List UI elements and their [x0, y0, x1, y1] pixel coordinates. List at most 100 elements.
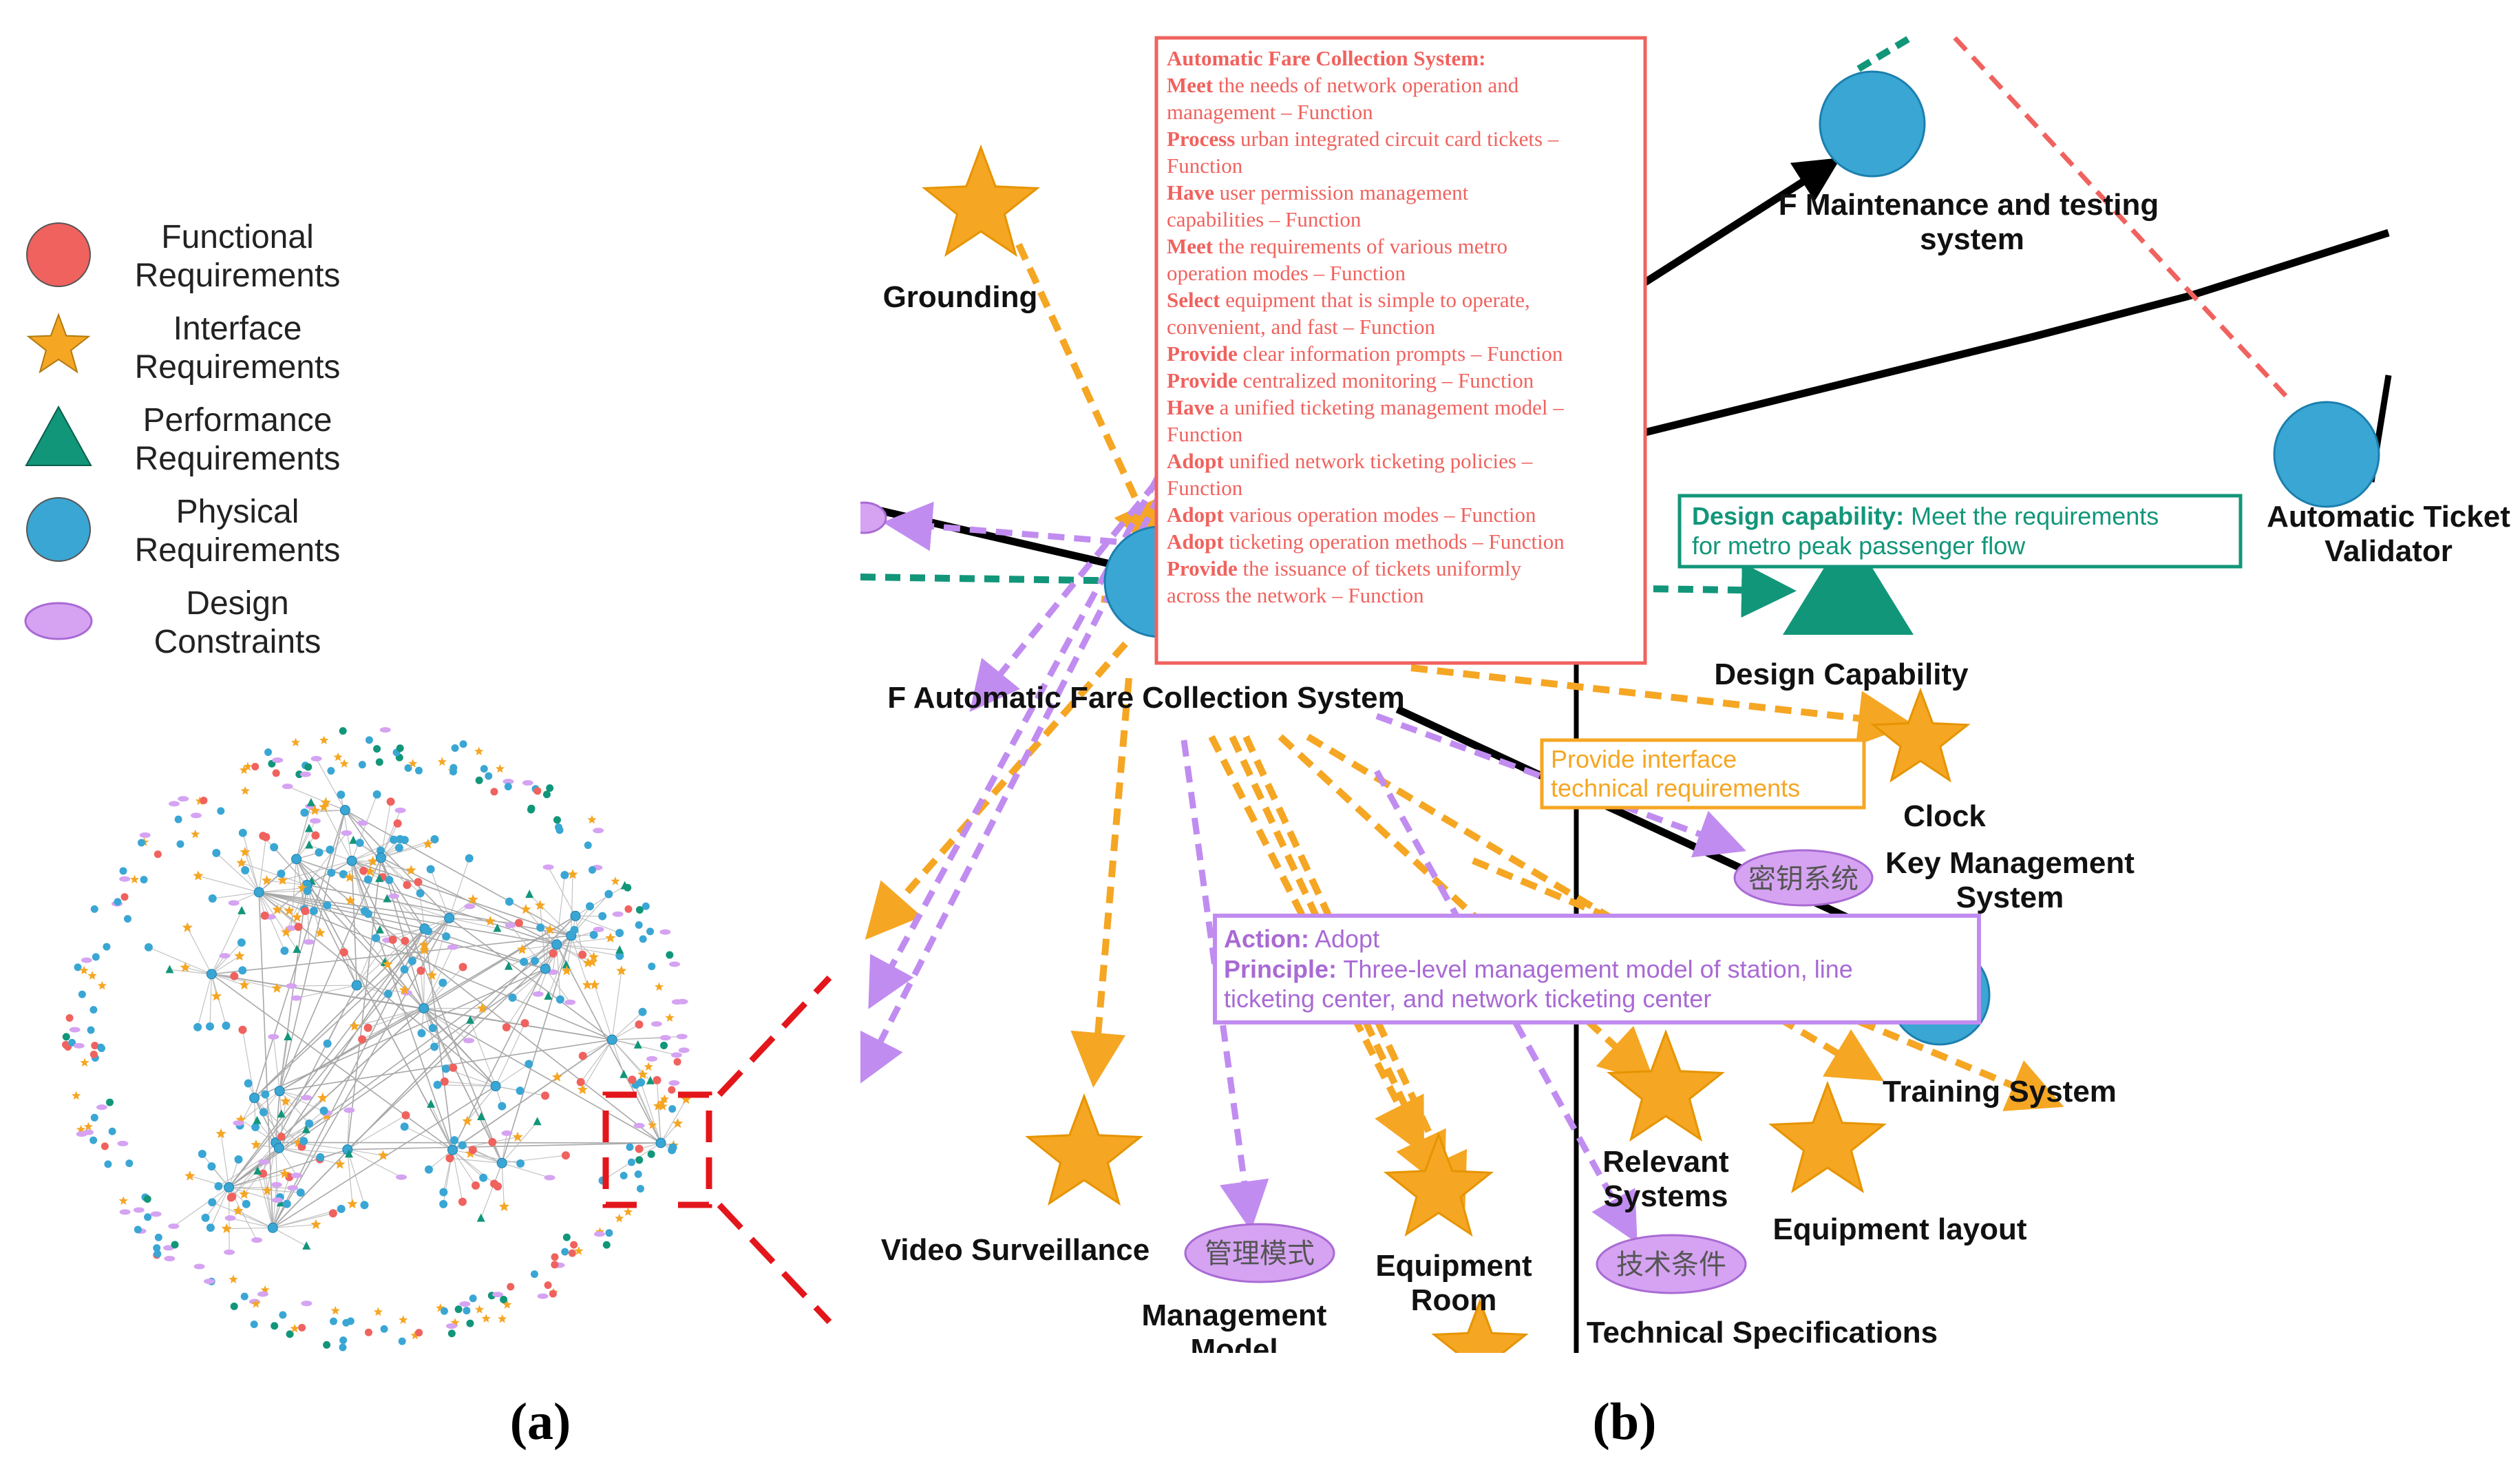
afc-function-item: Select equipment that is simple to opera… — [1167, 288, 1530, 312]
maintenance-label-1: F Maintenance and testing — [1779, 188, 2159, 222]
relevant-star-node — [1607, 1029, 1725, 1142]
legend-label-line1: Design — [186, 585, 288, 622]
afc-function-item: Have user permission management — [1167, 180, 1469, 204]
action-principle-box: Action: Adopt Principle: Three-level man… — [1213, 914, 1981, 1024]
legend-label-line2: Requirements — [135, 441, 341, 477]
design-capability-node — [1783, 529, 1914, 635]
afc-function-item: Adopt ticketing operation methods – Func… — [1167, 529, 1565, 554]
clock-star-node — [1870, 687, 1971, 783]
afc-function-item: Provide the issuance of tickets uniforml… — [1167, 556, 1522, 580]
afc-function-item: Have a unified ticketing management mode… — [1167, 395, 1564, 419]
afc-function-item: Adopt unified network ticketing policies… — [1167, 449, 1533, 473]
legend-label-line1: Performance — [143, 402, 332, 439]
afc-function-item: Adopt various operation modes – Function — [1167, 503, 1536, 527]
clock-label: Clock — [1903, 799, 1986, 833]
afc-function-item: Provide clear information prompts – Func… — [1167, 341, 1563, 366]
tech-cn-node: 技术条件 — [1596, 1234, 1747, 1294]
action-value: Adopt — [1309, 925, 1379, 953]
afc-function-item-cont: operation modes – Function — [1167, 261, 1406, 285]
atv-label-2: Validator — [2325, 534, 2453, 568]
zoom-region-marker — [602, 975, 832, 1325]
interface-box-line1: Provide interface — [1551, 745, 1737, 773]
equip-layout-star-node — [1768, 1080, 1887, 1194]
atv-label-1: Automatic Ticket — [2267, 500, 2510, 534]
key-mgmt-cn-label: 密钥系统 — [1748, 864, 1859, 894]
legend-star-icon — [26, 313, 91, 374]
legend-label-line1: Functional — [161, 219, 313, 255]
svg-text:Design capability: Meet the re: Design capability: Meet the requirements — [1692, 502, 2159, 530]
mgmt-model-cn-label: 管理模式 — [1205, 1239, 1315, 1269]
afc-function-item-cont: Function — [1167, 422, 1243, 446]
design-capability-box: Design capability: Meet the requirements… — [1677, 494, 2243, 569]
legend-triangle-icon — [25, 405, 92, 466]
legend-label-line2: Constraints — [154, 624, 321, 660]
zoomed-network: 密钥系统 管理模式 技术条件 Grounding F Maintenance a… — [860, 34, 2510, 1367]
overview-network — [62, 727, 692, 1352]
training-label: Training System — [1883, 1075, 2117, 1108]
panel-label-a: (a) — [510, 1393, 571, 1451]
tech-cn-label: 技术条件 — [1616, 1250, 1726, 1280]
principle-cont: ticketing center, and network ticketing … — [1224, 985, 1711, 1013]
afc-function-box: Automatic Fare Collection System:Meet th… — [1154, 36, 1647, 665]
maintenance-node — [1819, 70, 1926, 178]
afc-function-item-cont: management – Function — [1167, 100, 1373, 124]
dc-text1: Meet the requirements — [1904, 502, 2159, 530]
afc-function-item-cont: capabilities – Function — [1167, 207, 1362, 231]
legend: FunctionalRequirementsInterfaceRequireme… — [24, 219, 341, 660]
action-label: Action: — [1224, 925, 1309, 953]
design-capability-label: Design Capability — [1714, 658, 1969, 691]
principle-label: Principle: — [1224, 955, 1337, 983]
equip-room-label-2: Room — [1411, 1283, 1497, 1317]
grounding-label: Grounding — [883, 280, 1038, 314]
grounding-star-node — [922, 144, 1040, 257]
afc-label: F Automatic Fare Collection System — [887, 681, 1404, 715]
equip-room-star-node — [1383, 1131, 1494, 1237]
afc-function-item-cont: convenient, and fast – Function — [1167, 315, 1435, 339]
legend-circle-icon — [26, 497, 91, 562]
mgmt-model-label-2: Model — [1190, 1333, 1278, 1367]
key-mgmt-label-1: Key Management — [1885, 846, 2135, 880]
equip-room-label-1: Equipment — [1375, 1249, 1532, 1283]
legend-circle-icon — [26, 222, 91, 287]
afc-function-item: Provide centralized monitoring – Functio… — [1167, 368, 1534, 392]
equip-layout-label: Equipment layout — [1772, 1212, 2026, 1246]
afc-function-item: Process urban integrated circuit card ti… — [1167, 127, 1559, 151]
atv-node — [2273, 401, 2380, 508]
dc-bold: Design capability: — [1692, 502, 1904, 530]
principle-value: Three-level management model of station,… — [1337, 955, 1853, 983]
legend-label-line2: Requirements — [135, 532, 341, 569]
mgmt-model-label-1: Management — [1142, 1299, 1327, 1332]
bottom-star-node — [1431, 1298, 1529, 1353]
relevant-label-2: Systems — [1603, 1179, 1728, 1213]
panel-label-b: (b) — [1593, 1393, 1657, 1451]
legend-label-line2: Requirements — [135, 257, 341, 294]
interface-box-line2: technical requirements — [1551, 774, 1800, 802]
afc-function-item: Meet the needs of network operation and — [1167, 73, 1519, 97]
interface-nodes — [922, 144, 1971, 1353]
design-node-left — [860, 501, 887, 534]
afc-function-item: Meet the requirements of various metro — [1167, 234, 1507, 258]
legend-label-line1: Physical — [176, 494, 299, 530]
maintenance-label-2: system — [1920, 222, 2024, 256]
interface-requirements-box: Provide interface technical requirements — [1540, 738, 1866, 810]
legend-label-line1: Interface — [173, 311, 302, 347]
tech-spec-label: Technical Specifications — [1587, 1316, 1938, 1349]
svg-text:Principle: Three-level managem: Principle: Three-level management model … — [1224, 955, 1853, 983]
video-star-node — [1025, 1093, 1143, 1206]
legend-label-line2: Requirements — [135, 349, 341, 386]
afc-function-item-cont: across the network – Function — [1167, 583, 1424, 607]
key-mgmt-cn-node: 密钥系统 — [1733, 849, 1874, 907]
video-label: Video Surveillance — [881, 1233, 1150, 1267]
node-labels: Grounding F Maintenance and testing syst… — [881, 188, 2510, 1367]
dc-text2: for metro peak passenger flow — [1692, 532, 2026, 560]
svg-text:Action: Adopt: Action: Adopt — [1224, 925, 1379, 953]
afc-function-item-cont: Function — [1167, 154, 1243, 178]
legend-ellipse-icon — [24, 602, 93, 640]
key-mgmt-label-2: System — [1956, 881, 2064, 914]
